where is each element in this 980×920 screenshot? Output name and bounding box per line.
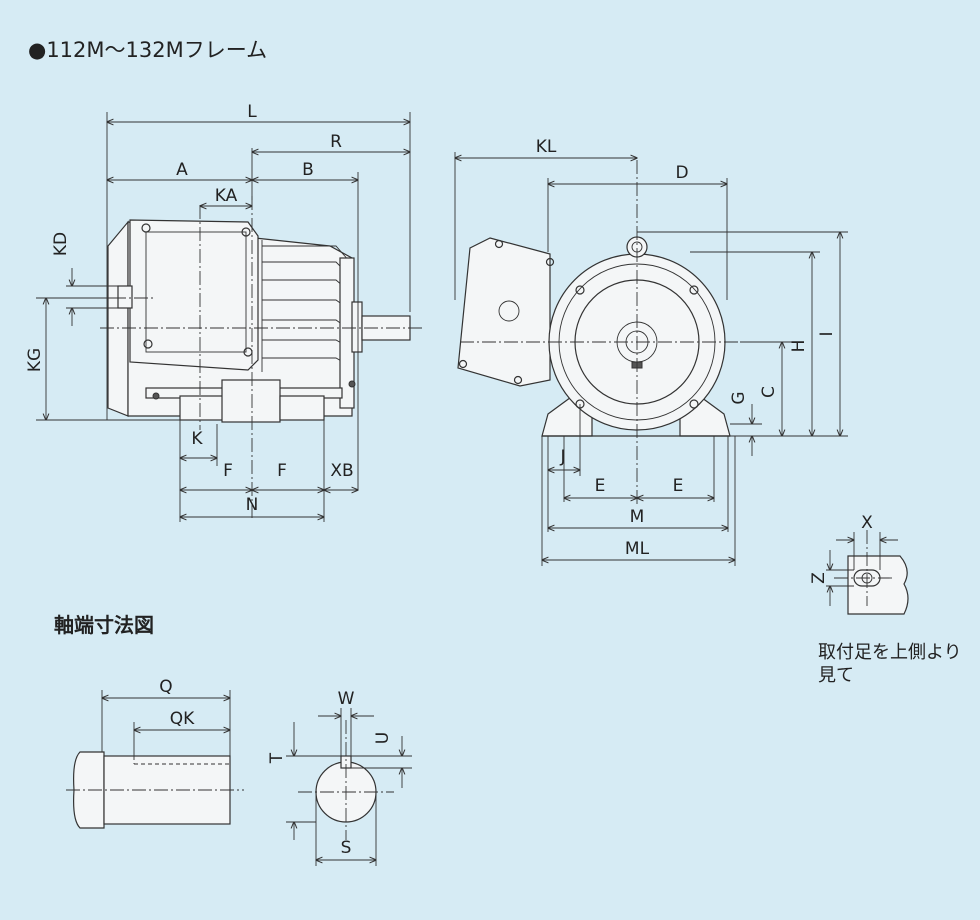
- front-view: [457, 160, 756, 506]
- side-view-dimensions: L R A B KA KD KG K F F XB N: [25, 102, 410, 522]
- label-XB: XB: [330, 461, 353, 481]
- shaft-end-view: [66, 720, 394, 840]
- bolt-icon: [689, 399, 699, 409]
- label-L: L: [247, 102, 257, 122]
- label-KA: KA: [215, 186, 238, 206]
- foot-slot-dimensions: X Z: [809, 513, 898, 606]
- label-T: T: [267, 752, 287, 764]
- label-E-left: E: [595, 476, 606, 496]
- label-K: K: [191, 429, 203, 449]
- front-view-dimensions: KL D I H C G J E E M ML: [455, 137, 848, 566]
- label-A: A: [176, 160, 188, 180]
- label-W: W: [338, 689, 355, 709]
- terminal-box-side: [457, 237, 551, 387]
- bearing-cap: [351, 301, 363, 353]
- label-C: C: [759, 386, 779, 398]
- bolt-icon: [689, 285, 699, 295]
- label-N: N: [246, 495, 259, 515]
- foot-right: [279, 395, 325, 421]
- screw-icon: [241, 227, 251, 237]
- label-J: J: [559, 447, 565, 467]
- label-S: S: [341, 838, 352, 858]
- center-block: [221, 379, 281, 423]
- label-R: R: [330, 132, 342, 152]
- label-G: G: [729, 391, 749, 404]
- label-X: X: [861, 513, 873, 533]
- foot-view-note: 取付足を上側より見て: [818, 642, 962, 686]
- label-B: B: [302, 160, 314, 180]
- foot-slot-detail: [834, 530, 909, 615]
- side-view: [100, 196, 424, 520]
- shaft-end-title: 軸端寸法図: [54, 613, 154, 637]
- fan-cover: [107, 220, 129, 417]
- label-ML: ML: [625, 539, 650, 559]
- label-E-right: E: [673, 476, 684, 496]
- label-KD: KD: [51, 232, 71, 256]
- shaft-end-dimensions: Q QK W U T S: [102, 677, 412, 866]
- label-Z: Z: [809, 572, 829, 584]
- conduit-port: [117, 285, 133, 309]
- label-KL: KL: [536, 137, 557, 157]
- terminal-box: [129, 219, 259, 371]
- label-KG: KG: [25, 348, 45, 372]
- label-U: U: [373, 732, 393, 744]
- bolt-icon: [575, 285, 585, 295]
- screw-icon: [141, 223, 151, 233]
- label-Q: Q: [159, 677, 172, 697]
- label-D: D: [675, 163, 688, 183]
- label-F-right: F: [277, 461, 287, 481]
- screw-icon: [143, 339, 153, 349]
- label-H: H: [789, 340, 809, 353]
- label-F-left: F: [223, 461, 233, 481]
- frame-title: ●112M〜132Mフレーム: [28, 38, 268, 62]
- label-M: M: [630, 507, 645, 527]
- label-QK: QK: [170, 709, 195, 729]
- label-I: I: [817, 331, 837, 336]
